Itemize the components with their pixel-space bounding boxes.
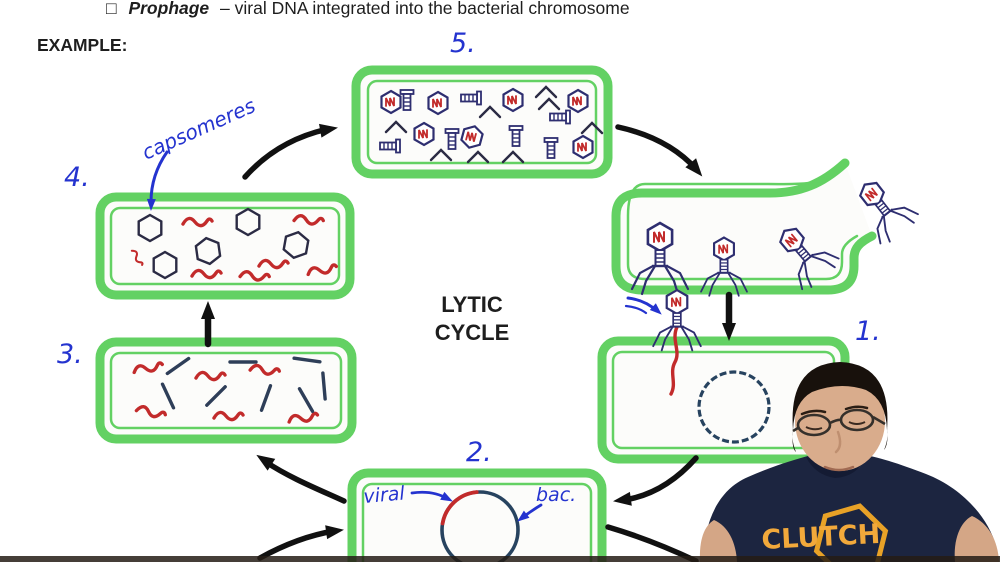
- integrated-viral-dna-arc: [440, 490, 479, 526]
- arrow-stage2-to-stage3: [263, 459, 347, 504]
- capsomeres-annotation: capsomeres: [138, 93, 259, 164]
- cell-stage3-replication: [95, 337, 357, 444]
- hair: [792, 362, 888, 430]
- shirt-text: CLUTCH: [761, 519, 881, 556]
- capsid-icon: [567, 88, 589, 114]
- step-4-label: 4.: [64, 162, 90, 193]
- prophage-definition-line: □ Prophage – viral DNA integrated into t…: [106, 0, 630, 18]
- cell-lysis-burst: [611, 158, 922, 297]
- step-2-label: 2.: [466, 437, 492, 468]
- capsomeres-pointer-arrow: [149, 150, 169, 204]
- prophage-term: Prophage: [128, 0, 209, 18]
- arrowhead-icon: [201, 301, 215, 319]
- instructor: CLUTCH: [699, 362, 999, 562]
- step-1-label: 1.: [855, 316, 881, 347]
- arrow-stage5-to-lysis: [615, 124, 699, 172]
- arrowhead-icon: [325, 522, 345, 540]
- capsid-icon: [413, 121, 435, 147]
- bottom-edge-bar: [0, 556, 1000, 562]
- right-arm: [954, 516, 999, 562]
- bacterial-annotation: bac.: [536, 484, 576, 506]
- injected-viral-dna-icon: [669, 325, 679, 396]
- example-label: EXAMPLE:: [37, 35, 127, 55]
- arrowhead-icon: [612, 491, 632, 509]
- prophage-definition: – viral DNA integrated into the bacteria…: [220, 0, 630, 18]
- arrow-stage4-to-stage5: [242, 126, 331, 180]
- bullet-square-icon: □: [106, 0, 117, 18]
- capsid-icon: [380, 89, 402, 115]
- capsid-icon: [572, 134, 594, 160]
- shirt-logo-hexagon-icon: [813, 503, 889, 562]
- capsid-icon: [427, 90, 449, 116]
- phage-pointer-arrow-stroke2: [624, 304, 648, 315]
- step-5-label: 5.: [450, 28, 476, 59]
- bacterial-chromosome-icon: [697, 370, 771, 444]
- arrow-into-stage2: [257, 528, 337, 561]
- cell-stage2-integration: viral bac.: [347, 468, 607, 562]
- bacterial-chromosome-icon: [440, 490, 520, 562]
- arrowhead-icon: [319, 120, 340, 138]
- left-arm: [699, 520, 737, 562]
- dna-fragment-icon: [321, 371, 327, 401]
- cell-stage4-capsomeres: [95, 192, 355, 300]
- cycle-title-line1: LYTIC: [441, 292, 503, 317]
- arrow-stage2-out-lower: [605, 524, 699, 562]
- glasses-icon: [792, 408, 886, 437]
- cycle-title-line2: CYCLE: [435, 320, 510, 345]
- capsid-icon: [502, 87, 524, 113]
- viral-annotation: viral: [363, 482, 407, 508]
- arrow-stage1-to-stage2: [621, 455, 699, 503]
- cell-stage5-assembly: [351, 65, 613, 179]
- step-3-label: 3.: [57, 339, 83, 370]
